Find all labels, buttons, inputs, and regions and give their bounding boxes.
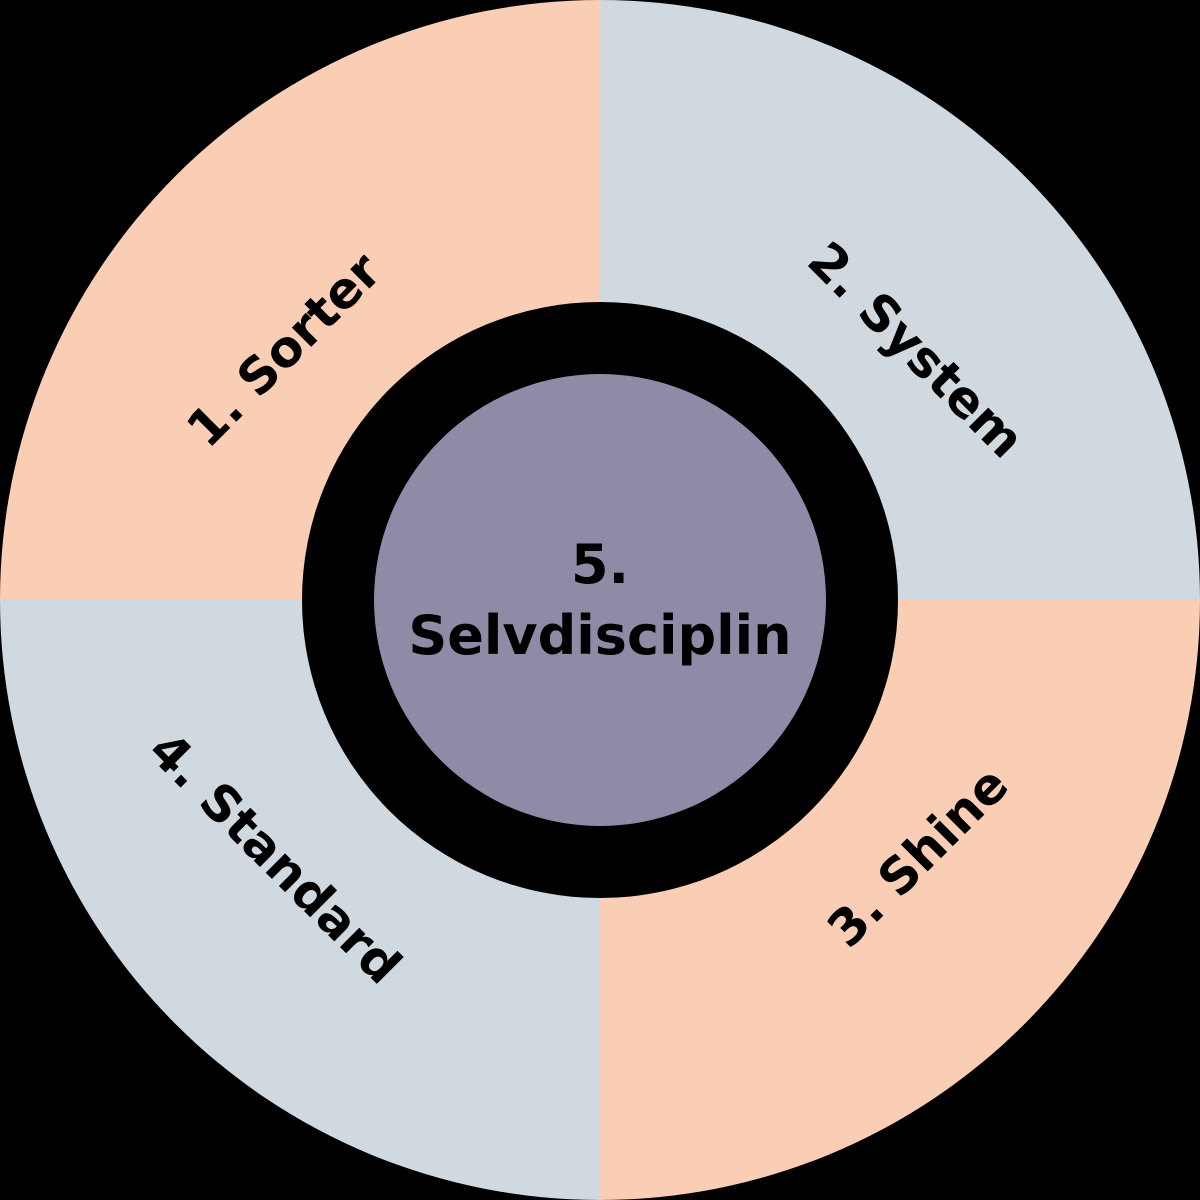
center-text: 5. Selvdisciplin — [408, 529, 791, 672]
center-circle: 5. Selvdisciplin — [374, 374, 826, 826]
center-number: 5. — [570, 532, 630, 596]
center-label: Selvdisciplin — [408, 604, 792, 667]
